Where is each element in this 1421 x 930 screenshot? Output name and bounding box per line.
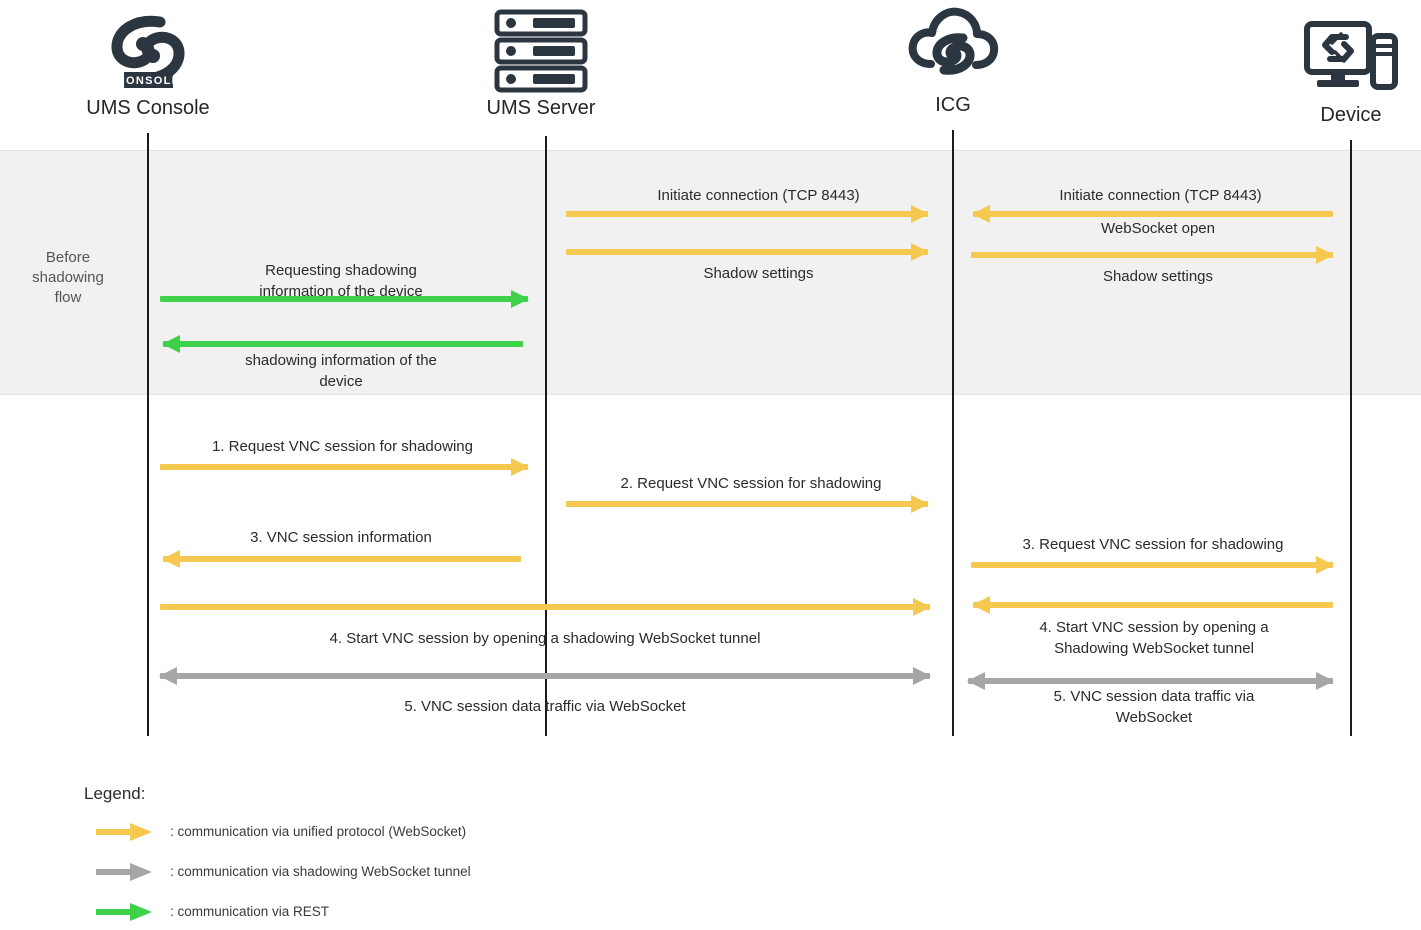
message-arrow-m1: [566, 205, 929, 223]
message-arrow-m15: [967, 672, 1334, 690]
arrow-shaft: [163, 341, 523, 347]
message-label-m12: 4. Start VNC session by opening a shadow…: [329, 630, 761, 647]
message-arrow-m7: [162, 335, 523, 353]
arrow-shaft: [566, 211, 928, 217]
arrow-head-right: [911, 495, 929, 513]
message-arrow-m14: [159, 667, 931, 685]
message-label-m14: 5. VNC session data traffic via WebSocke…: [404, 698, 686, 715]
cloud-gateway-icon: [843, 2, 1063, 94]
message-label-m11: 3. Request VNC session for shadowing: [1022, 536, 1284, 553]
message-label-m8: 1. Request VNC session for shadowing: [212, 438, 473, 455]
lifeline-device: [1350, 140, 1352, 736]
message-arrow-m3: [971, 246, 1334, 264]
svg-text:CONSOLE: CONSOLE: [117, 75, 181, 87]
arrow-head-right: [511, 458, 529, 476]
lifeline-ums-console: [147, 133, 149, 736]
legend-text-shadowing-tunnel: : communication via shadowing WebSocket …: [170, 864, 471, 879]
arrow-head-right: [511, 290, 529, 308]
legend-arrow-tunnel-icon: [96, 863, 152, 881]
ums-console-logo-icon: CONSOLE: [38, 5, 258, 97]
arrow-head-right: [1316, 246, 1334, 264]
legend-text-unified-protocol: : communication via unified protocol (We…: [170, 824, 467, 839]
arrow-shaft: [973, 211, 1333, 217]
message-label-m5: Shadow settings: [1102, 268, 1214, 285]
message-label-m9: 2. Request VNC session for shadowing: [620, 475, 882, 492]
arrow-shaft: [968, 678, 1333, 684]
message-arrow-m2: [972, 205, 1333, 223]
arrow-shaft: [160, 604, 930, 610]
arrow-shaft: [971, 252, 1333, 258]
band-label-before-shadowing: Before shadowing flow: [32, 249, 104, 306]
before-shadowing-band: [0, 150, 1421, 395]
arrow-head-right: [911, 205, 929, 223]
arrow-shaft: [566, 249, 928, 255]
arrow-shaft: [566, 501, 928, 507]
arrow-head-left: [972, 596, 990, 614]
message-label-m3: WebSocket open: [1101, 220, 1215, 237]
arrow-shaft: [160, 673, 930, 679]
arrow-head-right: [913, 598, 931, 616]
actor-label-ums-console: UMS Console: [86, 97, 210, 119]
lifeline-ums-server: [545, 136, 547, 736]
actor-icg: ICG: [843, 2, 1063, 117]
arrow-head-left: [159, 667, 177, 685]
legend-arrow-unified-icon: [96, 823, 152, 841]
legend-text-rest: : communication via REST: [170, 904, 330, 919]
actor-label-icg: ICG: [935, 94, 971, 116]
arrow-head-left: [972, 205, 990, 223]
message-label-m13: 4. Start VNC session by opening a Shadow…: [1039, 619, 1269, 657]
arrow-shaft: [163, 556, 521, 562]
arrow-head-left: [967, 672, 985, 690]
message-label-m4: Shadow settings: [703, 265, 814, 282]
message-arrow-m6: [160, 290, 529, 308]
arrow-shaft: [973, 602, 1333, 608]
message-arrow-m13: [972, 596, 1333, 614]
arrow-head-left: [162, 335, 180, 353]
arrow-shaft: [160, 464, 528, 470]
message-label-m1: Initiate connection (TCP 8443): [657, 187, 860, 204]
actor-label-ums-server: UMS Server: [486, 97, 596, 119]
message-label-m10: 3. VNC session information: [250, 529, 432, 546]
arrow-head-right: [1316, 672, 1334, 690]
actor-ums-console: CONSOLE UMS Console: [38, 5, 258, 120]
message-arrow-m4: [566, 243, 929, 261]
server-rack-icon: [431, 5, 651, 97]
message-label-m6: Requesting shadowing information of the …: [259, 262, 423, 300]
arrow-shaft: [160, 296, 528, 302]
actor-label-device: Device: [1320, 104, 1382, 126]
message-arrow-m11: [971, 556, 1334, 574]
message-label-m2: Initiate connection (TCP 8443): [1059, 187, 1262, 204]
legend-arrow-rest-icon: [96, 903, 152, 921]
arrow-head-right: [1316, 556, 1334, 574]
message-label-m7: shadowing information of the device: [245, 352, 437, 390]
message-arrow-m10: [162, 550, 521, 568]
arrow-shaft: [971, 562, 1333, 568]
lifeline-icg: [952, 130, 954, 736]
message-arrow-m8: [160, 458, 529, 476]
message-label-m15: 5. VNC session data traffic via WebSocke…: [1053, 688, 1255, 726]
actor-ums-server: UMS Server: [431, 5, 651, 120]
arrow-head-left: [162, 550, 180, 568]
actor-device: Device: [1241, 12, 1421, 127]
arrow-head-right: [911, 243, 929, 261]
arrow-head-right: [913, 667, 931, 685]
legend-title: Legend:: [84, 784, 146, 803]
message-arrow-m12: [160, 598, 931, 616]
desktop-computer-icon: [1241, 12, 1421, 104]
message-arrow-m9: [566, 495, 929, 513]
